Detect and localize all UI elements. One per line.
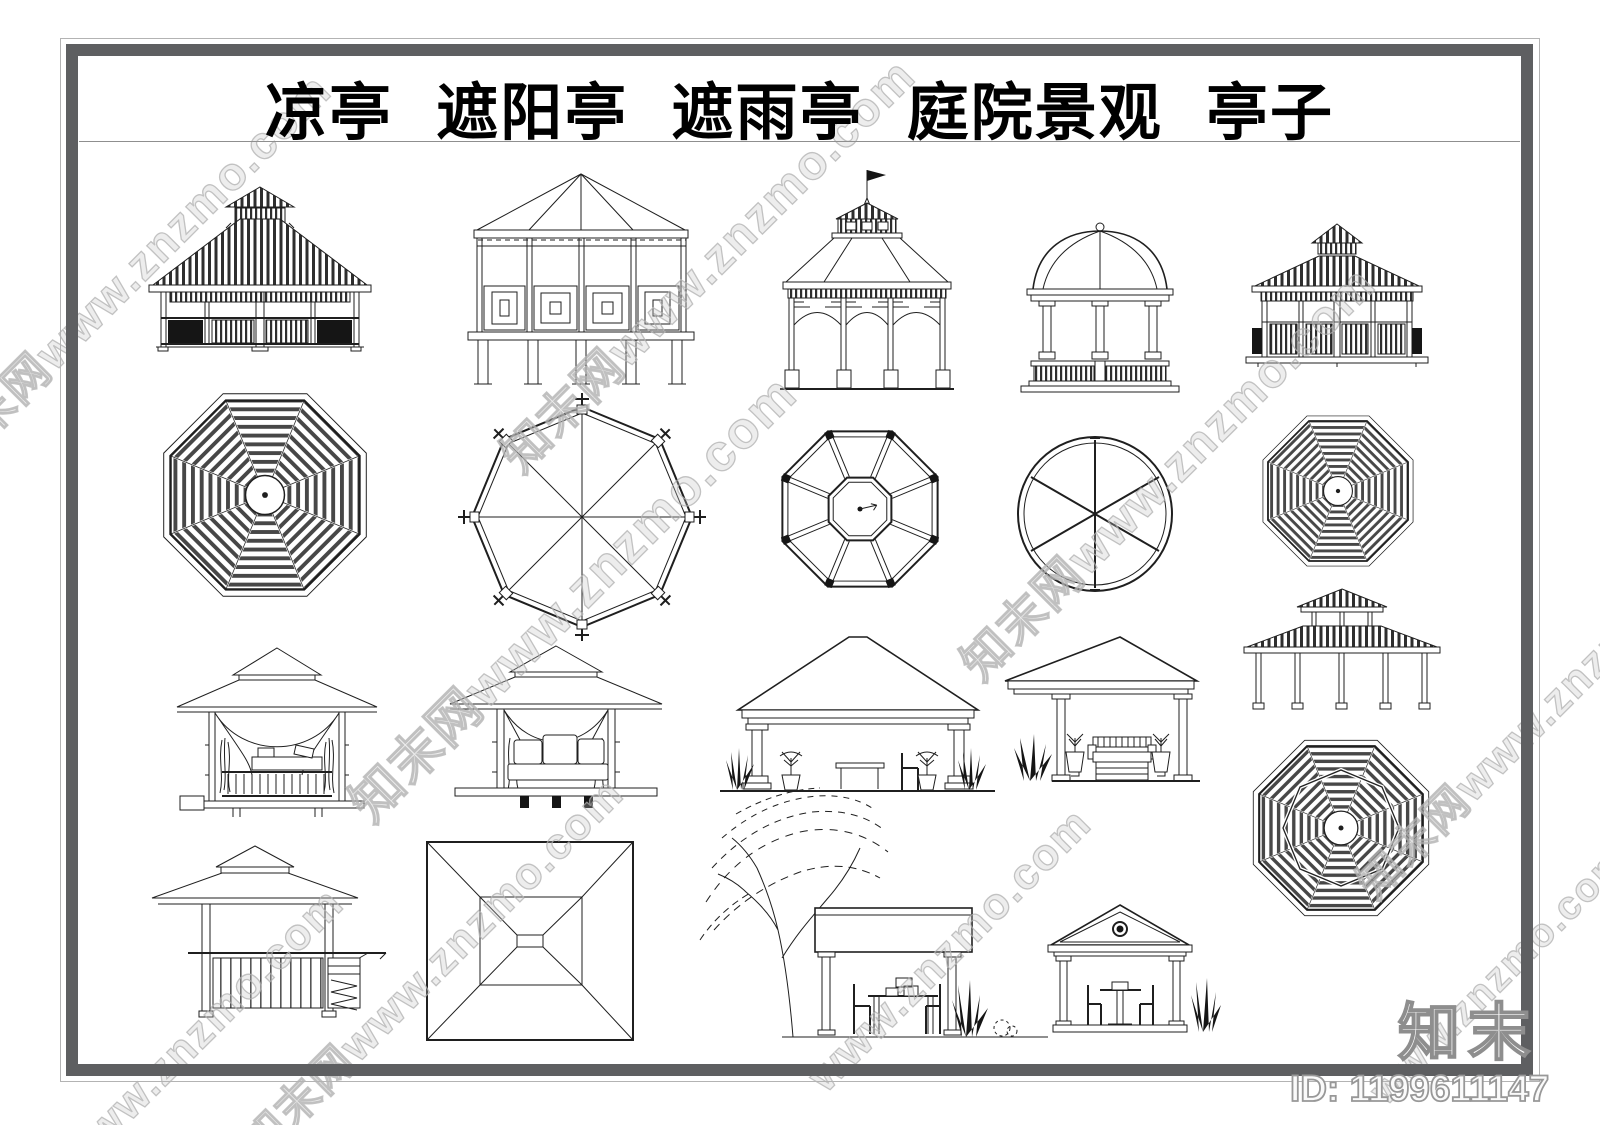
drawing-pavilion-hex-tent-elevation bbox=[467, 173, 695, 385]
drawing-kiosk-bar-counter-elevation bbox=[151, 845, 387, 1018]
site-logo: 知末 bbox=[1397, 998, 1539, 1069]
drawing-gazebo-octagonal-small-elevation bbox=[1245, 223, 1429, 367]
drawing-gazebo-two-tier-columns-elevation bbox=[1243, 588, 1441, 710]
drawing-pavilion-hip-roof-sofa-elevation bbox=[1004, 636, 1201, 782]
drawing-plan-square-pyramid-roof bbox=[426, 841, 634, 1041]
drawing-pavilion-gable-dining-elevation bbox=[1047, 904, 1221, 1033]
drawing-plan-octagon-rafters-posts bbox=[458, 393, 706, 641]
drawing-cabana-curtains-railing-elevation bbox=[176, 647, 378, 817]
item-id-label: ID: 1199611147 bbox=[1289, 1067, 1550, 1110]
drawing-plan-octagon-double-frame bbox=[780, 429, 940, 589]
drawing-gazebo-victorian-flag-elevation bbox=[780, 170, 954, 390]
drawing-gazebo-octagonal-cupola-elevation bbox=[148, 186, 372, 352]
drawing-plan-octagon-striped-large bbox=[162, 392, 368, 598]
drawing-plan-octagon-striped-medium bbox=[1262, 415, 1414, 567]
drawing-plan-octagon-striped-inner-ring bbox=[1252, 739, 1430, 917]
page-title: 凉亭 遮阳亭 遮雨亭 庭院景观 亭子 bbox=[265, 79, 1334, 148]
drawing-plan-circle-six-spokes bbox=[1017, 436, 1173, 592]
drawing-rotunda-dome-elevation bbox=[1020, 222, 1180, 393]
drawing-cabana-curtains-daybed-elevation bbox=[449, 645, 663, 808]
drawing-pavilion-hip-roof-bench-elevation bbox=[720, 636, 995, 792]
title-divider bbox=[79, 141, 1520, 142]
drawing-pavilion-flat-roof-tree-dining-elevation bbox=[699, 787, 1048, 1038]
